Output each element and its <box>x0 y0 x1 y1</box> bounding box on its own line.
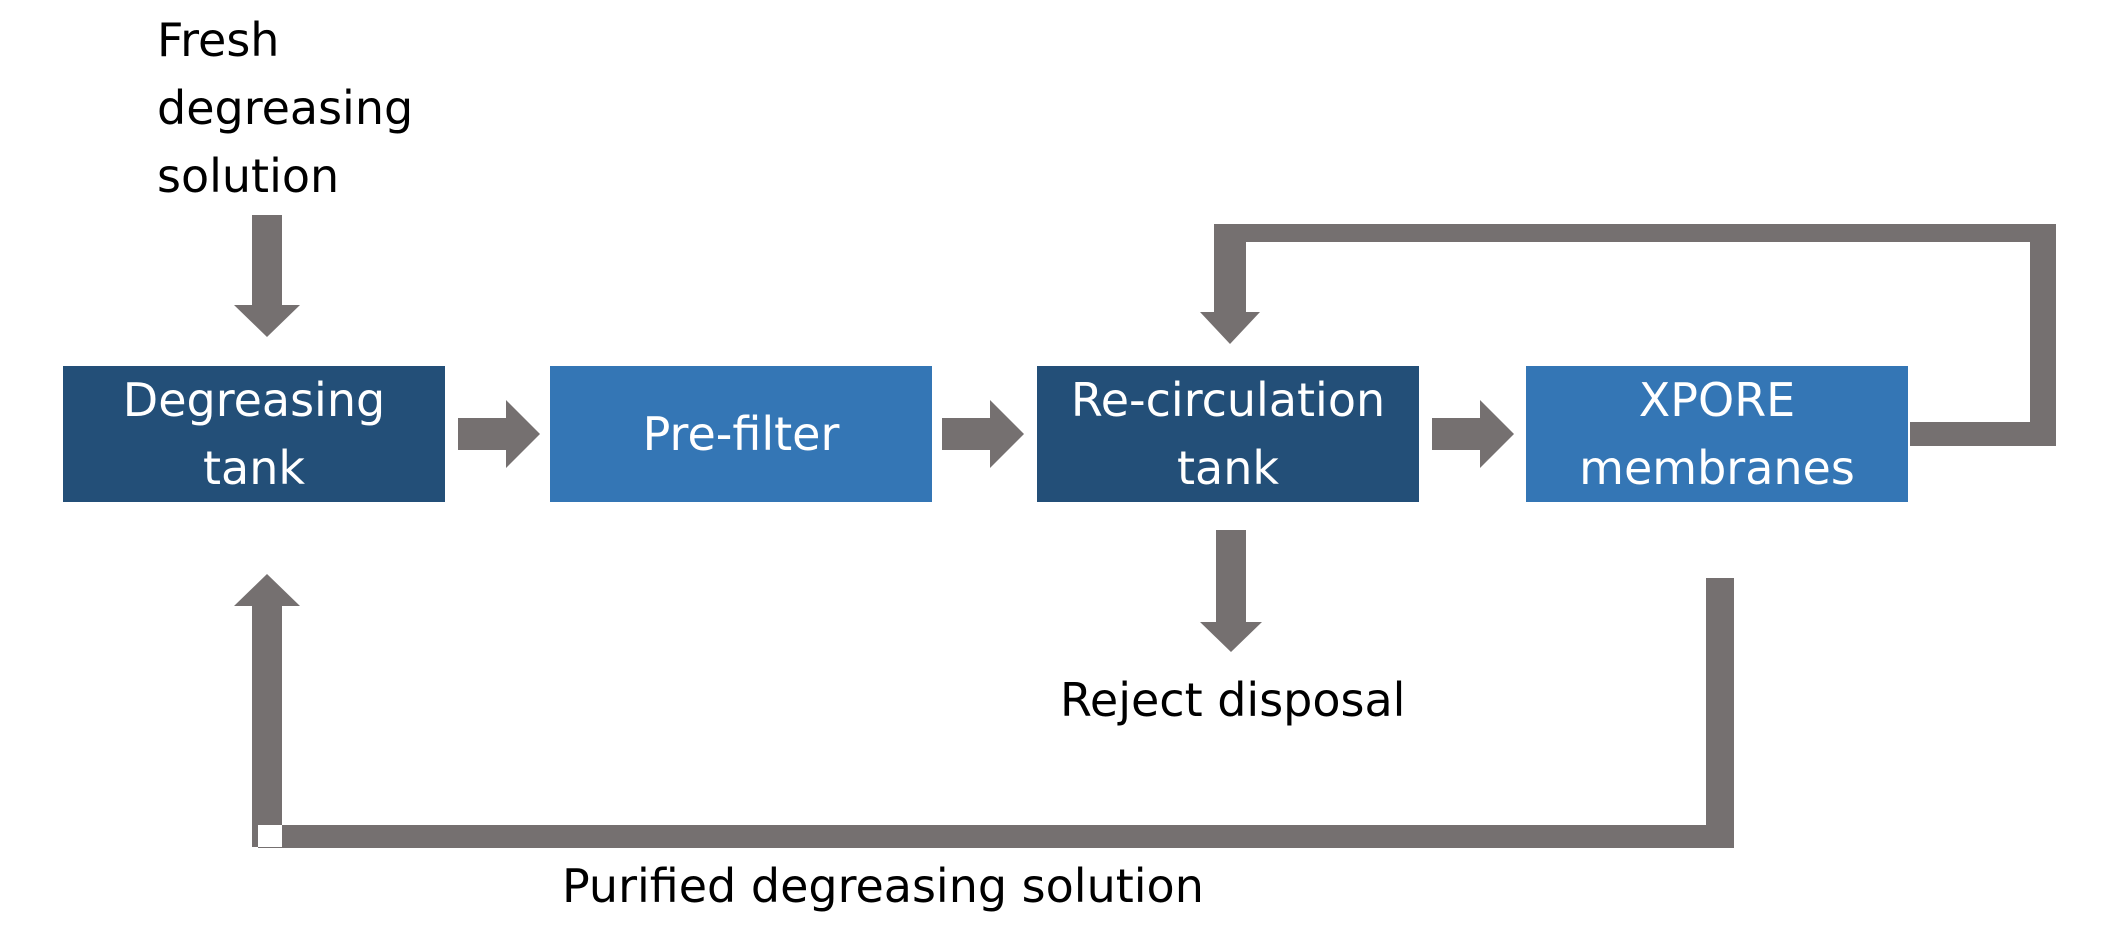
purified-return-arrow <box>234 574 1734 848</box>
xpore-membranes-box: XPORE membranes <box>1526 366 1908 502</box>
reject-disposal-label: Reject disposal <box>1060 673 1406 727</box>
fresh-solution-label: Fresh degreasing solution <box>157 13 414 203</box>
reject-disposal-arrow <box>1200 530 1262 652</box>
arrow-prefilter-to-recirculation <box>942 400 1024 468</box>
recycle-loop-arrow <box>1200 224 2056 446</box>
arrow-recirculation-to-xpore <box>1432 400 1514 468</box>
recirculation-tank-box: Re-circulation tank <box>1037 366 1419 502</box>
degreasing-tank-box: Degreasing tank <box>63 366 445 502</box>
arrow-degreasing-to-prefilter <box>458 400 540 468</box>
pre-filter-box: Pre-filter <box>550 366 932 502</box>
purified-solution-label: Purified degreasing solution <box>562 859 1204 913</box>
fresh-solution-arrow <box>234 215 300 337</box>
